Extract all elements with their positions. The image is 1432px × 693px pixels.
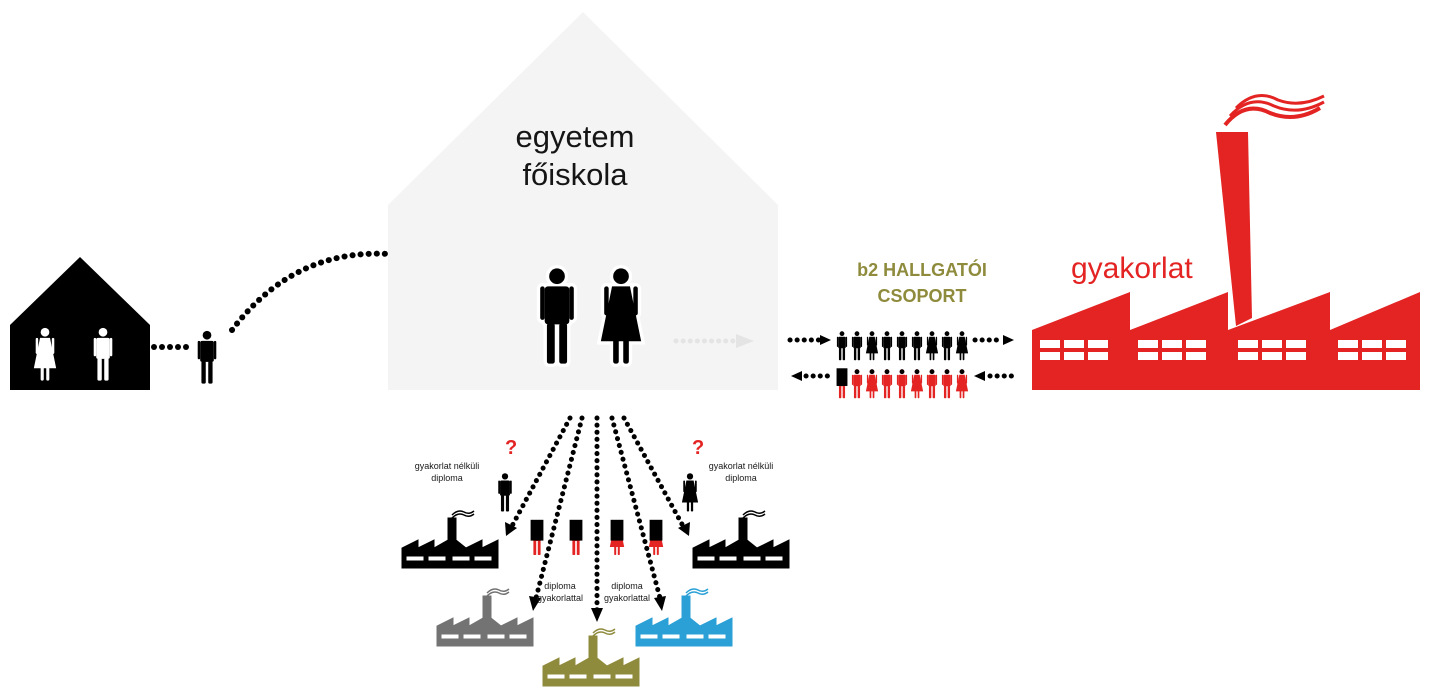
factory-icon-gray xyxy=(436,588,534,647)
outcome-arrows xyxy=(509,415,686,613)
outcome-label-center-left-line2: gyakorlattal xyxy=(536,593,584,603)
trained-graduate-icon xyxy=(530,519,544,555)
outcome-label-center-left: diploma gyakorlattal xyxy=(530,580,590,604)
outcome-arrowheads xyxy=(505,522,690,622)
outcome-label-center-right-line2: gyakorlattal xyxy=(603,593,651,603)
outcome-label-left-line2: diploma xyxy=(431,473,463,483)
factory-label: gyakorlat xyxy=(1071,252,1193,285)
faint-arrow xyxy=(673,334,754,348)
question-mark-left: ? xyxy=(505,437,518,459)
student-group-label-line1: b2 HALLGATÓI xyxy=(857,260,987,280)
university-title-line2: főiskola xyxy=(522,157,628,192)
university-building xyxy=(388,12,778,390)
university-title-line1: egyetem xyxy=(515,119,635,154)
graduate-icon xyxy=(498,473,512,512)
student-group-label-line2: CSOPORT xyxy=(877,286,967,306)
outcome-label-right-line2: diploma xyxy=(725,473,757,483)
question-mark-right: ? xyxy=(692,437,705,459)
student-group-label: b2 HALLGATÓI CSOPORT xyxy=(832,257,1012,309)
factory-icon-black-right xyxy=(692,510,790,569)
factory-icon-olive xyxy=(542,628,640,687)
factory-building xyxy=(1032,94,1420,390)
outcome-label-left-line1: gyakorlat nélküli xyxy=(414,461,480,471)
family-house xyxy=(10,257,150,390)
trained-graduate-icon xyxy=(569,519,583,555)
outcome-label-right-line1: gyakorlat nélküli xyxy=(708,461,774,471)
trained-graduate-icon xyxy=(648,519,664,555)
outcome-label-left: gyakorlat nélküli diploma xyxy=(402,460,492,484)
student-icon xyxy=(197,330,217,384)
outcome-label-center-right: diploma gyakorlattal xyxy=(597,580,657,604)
university-title: egyetem főiskola xyxy=(480,118,670,194)
dotted-connector xyxy=(151,344,189,350)
outcome-label-center-right-line1: diploma xyxy=(611,581,643,591)
outcome-label-center-left-line1: diploma xyxy=(544,581,576,591)
factory-icon-black-left xyxy=(401,510,499,569)
outcome-label-right: gyakorlat nélküli diploma xyxy=(696,460,786,484)
student-group xyxy=(787,331,1019,399)
trained-graduate-icon xyxy=(609,519,625,555)
